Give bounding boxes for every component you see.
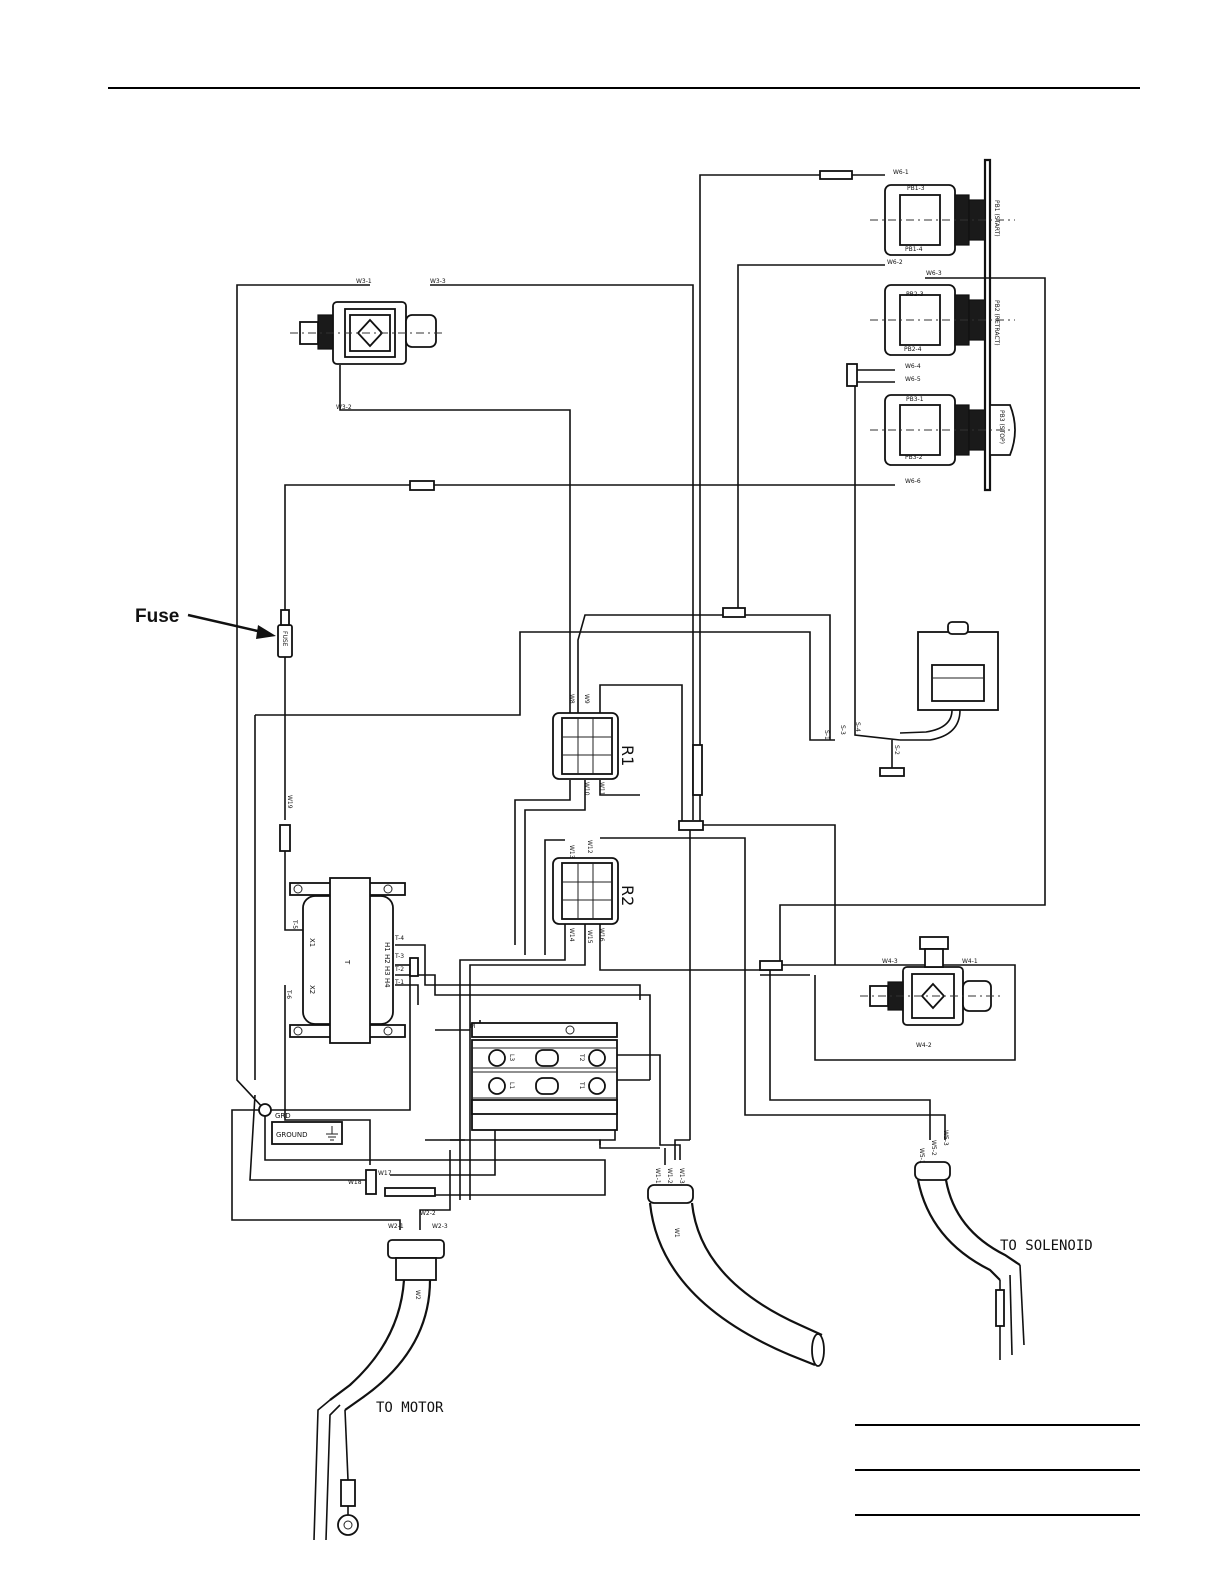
pushbutton-pb2[interactable]: PB2 (RETRACT) (870, 284, 1015, 356)
solenoid-valve-bottom[interactable]: W4-3 W4-1 W4-2 (759, 936, 1000, 1049)
wire-w6-2: W6-2 (887, 259, 903, 266)
wire-w1-3: W1-3 (678, 1168, 685, 1184)
wire-s3: S-3 (839, 725, 846, 735)
cable-w2-label: W2 (414, 1290, 421, 1300)
wire-pb3-1: PB3-1 (906, 396, 924, 403)
solenoid-valve-top[interactable]: W3-1 W3-3 W3-2 (290, 278, 446, 411)
wire-w4-3: W4-3 (882, 958, 898, 965)
wire-w1-2: W1-2 (666, 1168, 673, 1184)
to-solenoid-label: TO SOLENOID (1000, 1238, 1093, 1254)
wire-w10: W10 (583, 782, 590, 796)
pushbutton-panel: PB1 (START) PB2 (RETRACT) PB3 (STOP) W6-… (870, 158, 1016, 492)
ground-terminal[interactable]: GRD GROUND W17 W18 (258, 1103, 392, 1195)
transformer-label: T (343, 959, 351, 965)
wire-w16: W16 (598, 928, 605, 942)
wire-w6-6: W6-6 (905, 478, 921, 485)
relay-r1-label: R1 (618, 745, 637, 766)
terminal-l1: L1 (508, 1082, 515, 1089)
wire-pb1-4: PB1-4 (905, 246, 923, 253)
solenoid-cable[interactable]: W5-1 W5-2 W5-3 TO SOLENOID (914, 1130, 1093, 1360)
svg-text:FUSE: FUSE (281, 631, 288, 647)
wire-w12: W12 (586, 840, 593, 854)
wire-w4-2: W4-2 (916, 1042, 932, 1049)
wire-w2-3: W2-3 (432, 1223, 448, 1230)
limit-switch[interactable]: S-1 S-2 S-3 S-4 (823, 621, 999, 777)
wire-w11: W11 (598, 782, 605, 796)
wire-t6: T-6 (285, 989, 292, 999)
wire-w18: W18 (348, 1179, 362, 1186)
wire-w6-5: W6-5 (905, 376, 921, 383)
connector-w19: W19 (279, 795, 293, 852)
transformer-h-terminals: H1 H2 H3 H4 (383, 942, 391, 988)
wire-w1-1: W1-1 (654, 1168, 661, 1184)
pb2-label: PB2 (RETRACT) (993, 300, 1000, 346)
wire-t1: T-1 (394, 979, 404, 986)
fuse-callout-label: Fuse (135, 606, 179, 627)
wire-t5: T-5 (291, 919, 298, 929)
wire-pb3-2: PB3-2 (905, 454, 923, 461)
relay-r2-label: R2 (618, 885, 637, 906)
wire-s4: S-4 (854, 722, 861, 732)
motor-contactor[interactable]: M L3 L1 T2 T1 (470, 1022, 618, 1131)
wire-w13: W13 (568, 845, 575, 859)
wire-w9: W9 (583, 694, 590, 704)
wire-t3: T-3 (394, 953, 404, 960)
fuse[interactable]: FUSE (277, 609, 293, 658)
cable-w1-label: W1 (673, 1228, 680, 1238)
wiring (231, 170, 1046, 1230)
pushbutton-pb3[interactable]: PB3 (STOP) (870, 394, 1016, 466)
wire-w2-2: W2-2 (420, 1210, 436, 1217)
power-cable[interactable]: W1 W1-1 W1-2 W1-3 (647, 1168, 825, 1367)
wire-w6-4: W6-4 (905, 363, 921, 370)
transformer-x1: X1 (308, 938, 316, 947)
terminal-t1: T1 (578, 1081, 585, 1090)
ground-icon (326, 1126, 338, 1141)
wire-w5-3: W5-3 (942, 1130, 949, 1146)
wire-w19: W19 (286, 795, 293, 809)
wire-s1: S-1 (823, 730, 830, 740)
wire-t4: T-4 (394, 935, 404, 942)
wire-w2-1: W2-1 (388, 1223, 404, 1230)
transformer[interactable]: T X1 X2 H1 H2 H3 H4 T-5 T-6 T-4 T-3 T-2 … (285, 877, 419, 1044)
revision-lines (855, 1424, 1140, 1516)
terminal-t2: T2 (578, 1053, 585, 1062)
ground-label: GROUND (276, 1131, 308, 1139)
ground-grd-label: GRD (275, 1112, 291, 1120)
pb3-label: PB3 (STOP) (998, 410, 1005, 444)
wire-w4-1: W4-1 (962, 958, 978, 965)
contactor-m-label: M (470, 1023, 475, 1030)
wire-pb1-3: PB1-3 (907, 185, 925, 192)
wire-w3-3: W3-3 (430, 278, 446, 285)
wire-w6-1: W6-1 (893, 169, 909, 176)
wire-pb2-3: PB2-3 (906, 291, 924, 298)
wire-w14: W14 (568, 928, 575, 942)
wire-w3-1: W3-1 (356, 278, 372, 285)
wire-w5-1: W5-1 (918, 1148, 925, 1164)
pushbutton-pb1[interactable]: PB1 (START) (870, 184, 1015, 256)
wire-w8: W8 (568, 694, 575, 704)
relay-r2[interactable]: R2 W12 W13 W14 W15 W16 (552, 840, 637, 944)
terminal-l3: L3 (508, 1054, 515, 1061)
wire-t2: T-2 (394, 966, 404, 973)
wire-w15: W15 (586, 930, 593, 944)
fuse-callout: Fuse (135, 606, 276, 639)
wire-w3-2: W3-2 (336, 404, 352, 411)
wire-s2: S-2 (893, 745, 900, 755)
wire-w17: W17 (378, 1170, 392, 1177)
wire-w6-3: W6-3 (926, 270, 942, 277)
transformer-x2: X2 (308, 985, 316, 994)
wire-pb2-4: PB2-4 (904, 346, 922, 353)
wire-w5-2: W5-2 (930, 1140, 937, 1156)
pb1-label: PB1 (START) (993, 200, 1000, 237)
relay-r1[interactable]: R1 W8 W9 W10 W11 (552, 694, 637, 796)
to-motor-label: TO MOTOR (376, 1400, 444, 1416)
motor-cable[interactable]: W2 W2-1 W2-2 W2-3 TO MOTOR (313, 1210, 448, 1541)
